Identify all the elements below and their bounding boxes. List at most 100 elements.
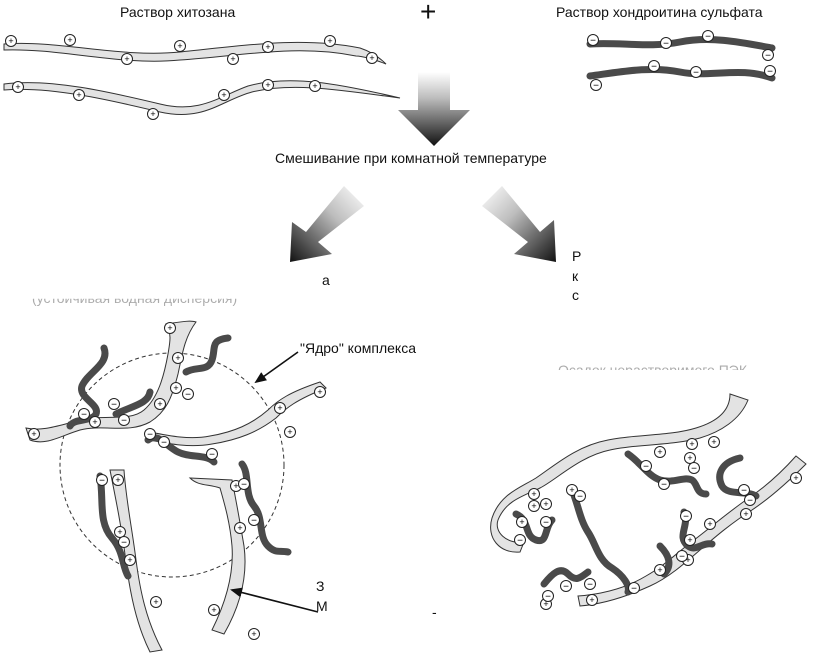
- svg-text:+: +: [31, 429, 36, 439]
- svg-text:−: −: [661, 480, 667, 491]
- svg-text:+: +: [67, 35, 72, 45]
- svg-text:+: +: [127, 555, 132, 565]
- svg-text:−: −: [747, 496, 753, 507]
- svg-text:−: −: [563, 582, 569, 593]
- svg-text:+: +: [531, 489, 536, 499]
- svg-text:+: +: [173, 383, 178, 393]
- svg-text:+: +: [153, 597, 158, 607]
- svg-text:+: +: [685, 555, 690, 565]
- complex-core-label: "Ядро" комплекса: [300, 340, 416, 356]
- svg-text:−: −: [765, 51, 771, 62]
- svg-text:+: +: [743, 509, 748, 519]
- top-chitosan-charges: + + + + + + + + + + + + + +: [5, 34, 378, 120]
- svg-text:+: +: [237, 523, 242, 533]
- core-pointer-arrow: [254, 351, 299, 384]
- arrow-down-icon: [398, 72, 470, 146]
- top-chondroitin-charges: − − − − − − − −: [587, 30, 776, 92]
- svg-text:+: +: [569, 485, 574, 495]
- svg-text:+: +: [689, 439, 694, 449]
- svg-text:−: −: [147, 430, 153, 441]
- left-particle-negative-charges: − − − − − − − − − − −: [78, 388, 260, 549]
- svg-text:−: −: [663, 39, 669, 50]
- svg-text:+: +: [317, 387, 322, 397]
- svg-text:+: +: [531, 501, 536, 511]
- right-result-label-line-2: к: [572, 268, 579, 284]
- svg-text:+: +: [687, 453, 692, 463]
- svg-text:−: −: [99, 476, 105, 487]
- svg-text:+: +: [369, 53, 374, 63]
- svg-text:−: −: [741, 486, 747, 497]
- svg-text:−: −: [517, 536, 523, 547]
- left-particle-charges: + + + + + + + + + + + + + + + + +: [28, 322, 326, 640]
- svg-text:−: −: [593, 81, 599, 92]
- svg-text:−: −: [161, 438, 167, 449]
- chondroitin-strands-left: [66, 334, 292, 580]
- chitosan-chain-top-1: [3, 41, 387, 65]
- svg-text:+: +: [233, 481, 238, 491]
- svg-text:+: +: [657, 565, 662, 575]
- protective-layer-dash: -: [432, 604, 437, 620]
- svg-text:+: +: [277, 403, 282, 413]
- right-result-label-line-3: с: [572, 287, 579, 303]
- svg-text:−: −: [590, 36, 596, 47]
- svg-text:+: +: [8, 36, 13, 46]
- svg-text:−: −: [643, 462, 649, 473]
- svg-text:−: −: [209, 450, 215, 461]
- arrow-down-right-icon: [482, 186, 556, 262]
- svg-text:−: −: [683, 512, 689, 523]
- svg-text:+: +: [221, 90, 226, 100]
- svg-text:−: −: [251, 516, 257, 527]
- right-precipitate-negative-charges: − − − − − − − − − − − − − −: [514, 460, 756, 603]
- svg-text:+: +: [15, 82, 20, 92]
- svg-text:+: +: [251, 629, 256, 639]
- svg-text:+: +: [327, 36, 332, 46]
- svg-text:+: +: [687, 535, 692, 545]
- svg-text:−: −: [121, 538, 127, 549]
- svg-text:+: +: [117, 527, 122, 537]
- svg-text:−: −: [185, 390, 191, 401]
- svg-text:+: +: [157, 399, 162, 409]
- svg-text:+: +: [177, 41, 182, 51]
- svg-text:+: +: [265, 42, 270, 52]
- svg-text:+: +: [519, 517, 524, 527]
- svg-text:−: −: [81, 410, 87, 421]
- svg-text:+: +: [543, 499, 548, 509]
- right-precipitate-charges: + + + + + + + + + + + + + + + + +: [516, 436, 802, 610]
- svg-text:−: −: [705, 32, 711, 43]
- left-dispersion-label: (устойчивая водная дисперсия): [32, 290, 238, 306]
- svg-text:+: +: [230, 54, 235, 64]
- protective-layer-label-line-1: З: [316, 578, 325, 594]
- plus-sign: +: [420, 0, 437, 27]
- right-result-label-line-1: Р: [572, 248, 582, 264]
- protective-layer-pointer-arrow: [230, 587, 319, 613]
- protective-layer-label-line-2: М: [316, 598, 328, 614]
- svg-text:+: +: [76, 90, 81, 100]
- svg-text:+: +: [312, 81, 317, 91]
- left-result-label-fragment: а: [322, 272, 330, 288]
- svg-text:−: −: [543, 518, 549, 529]
- svg-text:+: +: [657, 447, 662, 457]
- svg-text:−: −: [767, 67, 773, 78]
- chitosan-chain-top-2: [3, 80, 401, 116]
- svg-text:−: −: [577, 492, 583, 503]
- mixing-label: Смешивание при комнатной температуре: [275, 150, 547, 166]
- svg-text:+: +: [150, 109, 155, 119]
- svg-text:+: +: [175, 353, 180, 363]
- arrow-down-left-icon: [290, 186, 364, 262]
- svg-text:+: +: [707, 519, 712, 529]
- svg-text:−: −: [121, 416, 127, 427]
- svg-text:−: −: [241, 480, 247, 491]
- svg-text:+: +: [92, 417, 97, 427]
- svg-text:−: −: [631, 584, 637, 595]
- svg-text:−: −: [679, 552, 685, 563]
- svg-text:−: −: [587, 580, 593, 591]
- insoluble-pec-label: Осадок нерастворимого ПЭК: [558, 362, 747, 378]
- svg-text:−: −: [545, 592, 551, 603]
- svg-text:+: +: [589, 595, 594, 605]
- svg-text:+: +: [115, 475, 120, 485]
- svg-text:+: +: [265, 80, 270, 90]
- svg-text:+: +: [711, 437, 716, 447]
- svg-text:−: −: [111, 400, 117, 411]
- svg-text:+: +: [793, 473, 798, 483]
- svg-text:−: −: [651, 62, 657, 73]
